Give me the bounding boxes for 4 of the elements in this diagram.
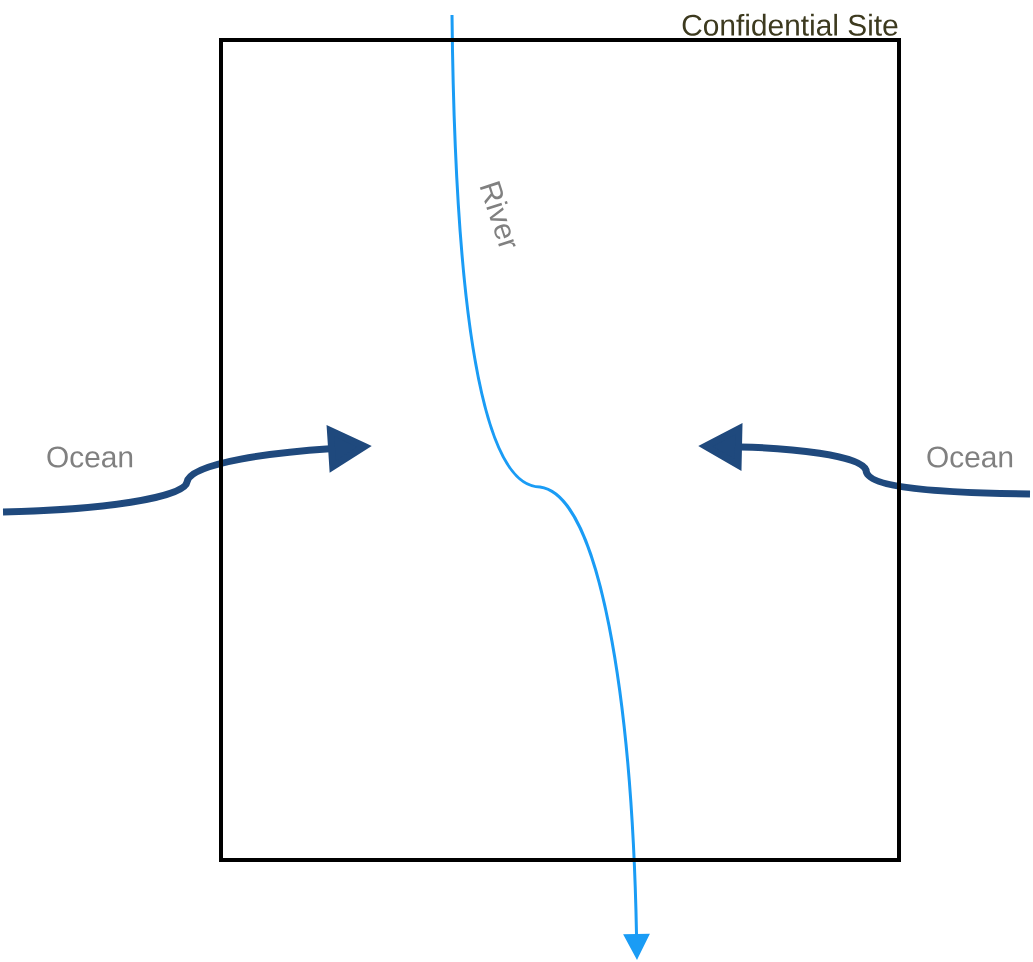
- ocean-label: Ocean: [927, 446, 1013, 468]
- site-title: Confidential Site: [682, 13, 898, 36]
- river-label: River: [479, 181, 516, 247]
- ocean-label: Ocean: [47, 446, 133, 468]
